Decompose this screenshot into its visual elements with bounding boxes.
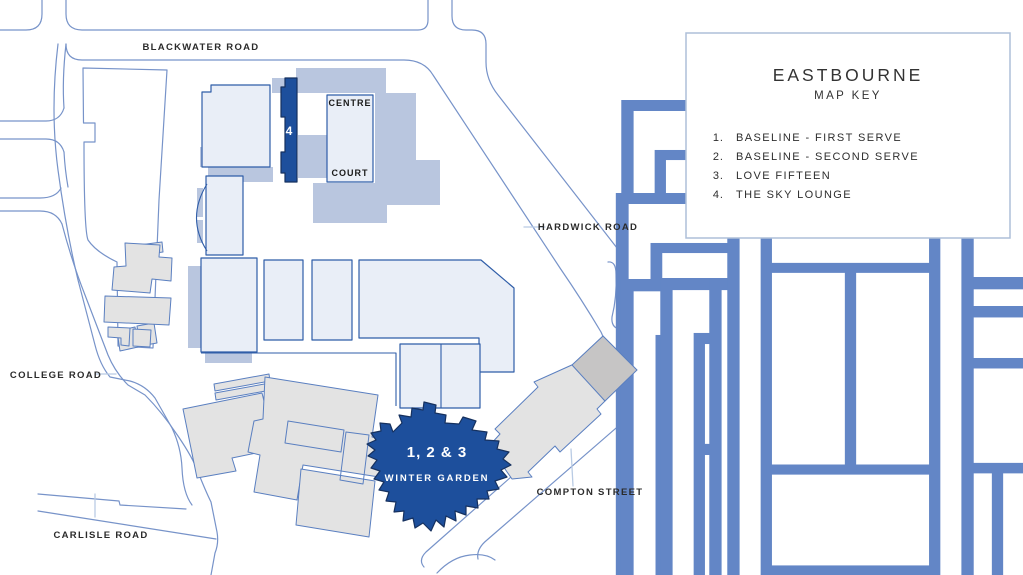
stand-area	[197, 220, 203, 243]
city-block-outline	[82, 67, 168, 349]
centre-court: CENTRE COURT	[326, 94, 969, 575]
road-corner-top-left	[0, 0, 43, 31]
centre-court-label-bottom: COURT	[332, 168, 369, 178]
court-block	[263, 259, 304, 341]
winter-garden-building	[366, 401, 512, 532]
road-junction-spur	[607, 261, 620, 330]
court-block	[399, 343, 481, 409]
sky-lounge-building	[280, 77, 298, 183]
court-block	[311, 259, 353, 341]
road-label-blackwater: BLACKWATER ROAD	[143, 42, 260, 53]
road-side-street-1a	[0, 107, 65, 122]
stand-area	[298, 135, 327, 178]
stand-area	[313, 183, 387, 223]
winter-garden-label: WINTER GARDEN	[385, 473, 490, 484]
compton-leader-line	[570, 448, 574, 487]
walkway	[201, 352, 397, 406]
map-key-item-label: THE SKY LOUNGE	[736, 189, 852, 201]
court-approach-arc	[196, 183, 208, 252]
road-label-college: COLLEGE ROAD	[10, 370, 102, 381]
winter-garden-numbers: 1, 2 & 3	[407, 444, 468, 461]
court-block	[358, 259, 515, 373]
map-key-item-number: 1.	[713, 132, 724, 144]
theatre-complex-main	[247, 376, 386, 501]
map-key-item-label: BASELINE - FIRST SERVE	[736, 132, 902, 144]
road-side-street-1b	[0, 138, 65, 153]
road-side-street-2a	[0, 187, 62, 199]
map-key-title: EASTBOURNE	[773, 65, 924, 85]
stand-area	[188, 266, 201, 348]
sky-lounge-number: 4	[286, 124, 293, 138]
road-carlisle-upper	[37, 493, 187, 510]
road-college-east-mid	[63, 151, 69, 188]
building	[103, 295, 172, 326]
compton-terrace-building	[488, 363, 606, 480]
compton-terrace-end	[571, 335, 638, 402]
road-college-west	[53, 43, 193, 506]
theatre-inner-hall	[339, 431, 370, 485]
map-key-subtitle: MAP KEY	[814, 90, 882, 102]
road-college-east-upper	[62, 43, 67, 109]
road-label-hardwick: HARDWICK ROAD	[538, 222, 638, 233]
road-label-carlisle: CARLISLE ROAD	[53, 530, 148, 541]
road-compton-nw	[420, 378, 623, 568]
building	[111, 242, 173, 294]
court-block	[205, 175, 244, 256]
map-key-item-number: 4.	[713, 189, 724, 201]
map-key-item-number: 2.	[713, 151, 724, 163]
map-key-item: 3. LOVE FIFTEEN	[713, 170, 831, 182]
road-carlisle-lower	[37, 510, 217, 540]
map-key-item-label: LOVE FIFTEEN	[736, 170, 831, 182]
road-compton-bottom-curve	[436, 553, 496, 574]
stand-area	[296, 68, 386, 93]
stand-area	[375, 93, 416, 160]
road-college-east-lower	[61, 223, 219, 575]
road-blackwater-upper	[65, 0, 429, 31]
building	[107, 326, 131, 347]
building	[132, 328, 152, 348]
map-key-item: 4. THE SKY LOUNGE	[713, 189, 852, 201]
stand-area	[197, 188, 203, 217]
road-side-street-2b	[0, 210, 63, 225]
map-key-item-number: 3.	[713, 170, 724, 182]
road-labels: BLACKWATER ROAD HARDWICK ROAD COLLEGE RO…	[10, 42, 644, 541]
highlighted-venues: 4 1, 2 & 3 WINTER GARDEN	[280, 77, 512, 532]
road-label-compton: COMPTON STREET	[537, 487, 644, 498]
buildings	[103, 241, 638, 538]
centre-court-building	[326, 94, 374, 183]
court-blocks	[196, 84, 1023, 575]
centre-court-label-top: CENTRE	[328, 98, 371, 108]
map-key-panel: EASTBOURNE MAP KEY 1. BASELINE - FIRST S…	[685, 32, 1011, 239]
map-key-item: 1. BASELINE - FIRST SERVE	[713, 132, 902, 144]
map-key-item: 2. BASELINE - SECOND SERVE	[713, 151, 919, 163]
court-block	[200, 257, 258, 353]
theatre-complex-south	[295, 468, 376, 538]
theatre-inner-hall	[284, 420, 345, 453]
map-key-item-label: BASELINE - SECOND SERVE	[736, 151, 919, 163]
road-blackwater-lower-hardwick-left	[65, 43, 623, 380]
map-key-box	[685, 32, 1011, 239]
court-block	[201, 84, 271, 168]
